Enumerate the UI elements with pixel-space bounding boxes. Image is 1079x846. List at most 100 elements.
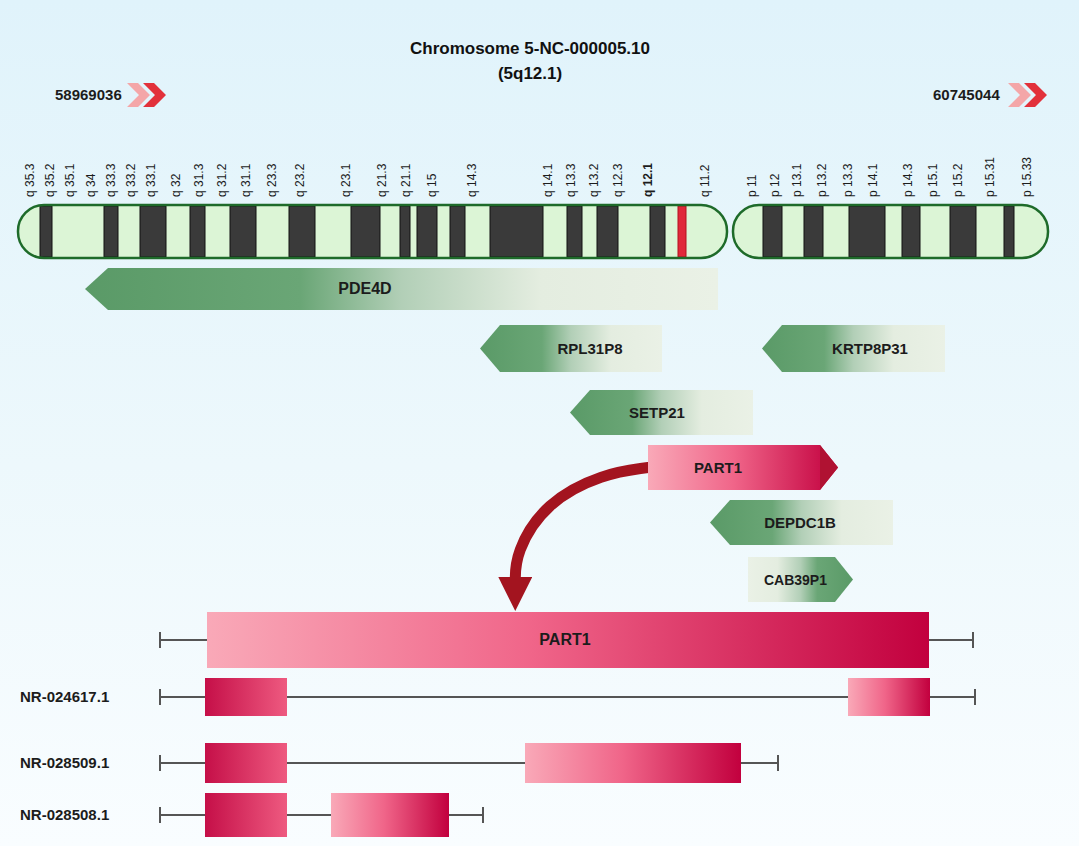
chromosome-arm: [18, 205, 727, 258]
span-tick: [972, 632, 974, 648]
exons: [205, 678, 930, 837]
band-label: q 12.1: [641, 163, 655, 197]
band-label: p 13.3: [841, 164, 855, 197]
band-label: q 15: [425, 174, 439, 197]
band: [950, 206, 976, 257]
exon-box: [205, 678, 287, 716]
band-label: q 35.2: [43, 164, 57, 197]
span-tick: [159, 632, 161, 648]
band: [289, 206, 315, 257]
transcript-id: NR-028508.1: [20, 806, 109, 824]
band-label: q 31.2: [215, 164, 229, 197]
band-label: q 13.3: [564, 164, 578, 197]
gene-name: PART1: [539, 631, 590, 649]
band: [400, 206, 410, 257]
band-label: p 13.1: [790, 164, 804, 197]
title: Chromosome 5-NC-000005.10 (5q12.1): [395, 36, 665, 86]
band: [450, 206, 465, 257]
arrow-body: [762, 325, 945, 372]
band-label: p 15.1: [926, 164, 940, 197]
arrow-body: [710, 500, 893, 545]
band: [849, 206, 885, 257]
span-tick: [974, 689, 976, 705]
band-label: q 23.1: [339, 164, 353, 197]
band: [490, 206, 543, 257]
gene-name: RPL31P8: [557, 340, 622, 358]
band: [351, 206, 380, 257]
gene-arrow: KRTP8P31: [762, 325, 945, 372]
chromosome: [18, 205, 1048, 258]
band-label: q 23.2: [293, 164, 307, 197]
chromosome-outline: [733, 205, 1048, 258]
gene-arrow: CAB39P1: [748, 557, 853, 602]
band-label: q 14.3: [465, 164, 479, 197]
chevron: [1024, 83, 1047, 107]
band: [40, 206, 52, 257]
gene-arrow: PDE4D: [85, 268, 718, 310]
band-label: q 35.1: [63, 164, 77, 197]
band: [902, 206, 920, 257]
gene-name: CAB39P1: [764, 571, 827, 589]
band-label: q 13.2: [587, 164, 601, 197]
curved-arrow: [515, 468, 648, 584]
arrow-body: [570, 390, 753, 435]
span-tick: [482, 807, 484, 823]
gene-arrow: PART1: [648, 445, 838, 490]
band: [1004, 206, 1014, 257]
band: [190, 206, 205, 257]
span-tick: [159, 807, 161, 823]
band-label: p 12: [768, 174, 782, 197]
arrow-body: [748, 557, 853, 602]
exon-box: [205, 743, 287, 783]
band-label: q 21.3: [375, 164, 389, 197]
band-label: q 33.2: [124, 164, 138, 197]
band-label: q 14.1: [541, 164, 555, 197]
arrow-shape: [648, 445, 838, 490]
exon-box: [205, 793, 287, 837]
arrow-shape: [85, 268, 718, 310]
band-label: q 12.3: [611, 164, 625, 197]
band-label: q 32: [169, 174, 183, 197]
band-label: p 13.2: [815, 164, 829, 197]
band: [804, 206, 823, 257]
chevron: [143, 83, 166, 107]
exon-box: [848, 678, 930, 716]
gene-name: DEPDC1B: [764, 514, 836, 532]
transcript-id: NR-024617.1: [20, 688, 109, 706]
band-label: p 15.33: [1020, 157, 1034, 197]
band: [567, 206, 582, 257]
exon-box: [525, 743, 741, 783]
arrow-tip: [820, 445, 838, 490]
span-tick: [159, 689, 161, 705]
chromosome-bands: [40, 206, 1014, 257]
band: [230, 206, 256, 257]
gene-arrow: SETP21: [570, 390, 753, 435]
band-label: q 31.3: [192, 164, 206, 197]
gene-arrow: DEPDC1B: [710, 500, 893, 545]
coordinate-number: 60745044: [933, 86, 1000, 104]
chevron: [1008, 83, 1031, 107]
transcript-id: NR-028509.1: [20, 754, 109, 772]
gene-name: KRTP8P31: [832, 340, 908, 358]
band: [650, 206, 665, 257]
gene-bar: PART1: [207, 612, 929, 668]
centromere-band: [678, 206, 686, 257]
band: [140, 206, 166, 257]
band: [104, 206, 118, 257]
band-label: p 11: [745, 175, 759, 197]
arrow-body: [480, 325, 662, 372]
arrow-body: [85, 268, 718, 310]
band-label: p 15.31: [983, 157, 997, 197]
band-label: p 15.2: [951, 164, 965, 197]
chromosome-outline: [18, 205, 727, 258]
band: [597, 206, 618, 257]
chevron: [127, 83, 150, 107]
chromosome-arm: [733, 205, 1048, 258]
gene-name: SETP21: [629, 404, 685, 422]
band: [763, 206, 782, 257]
exon-box: [331, 793, 449, 837]
band-label: q 35.3: [23, 164, 37, 197]
